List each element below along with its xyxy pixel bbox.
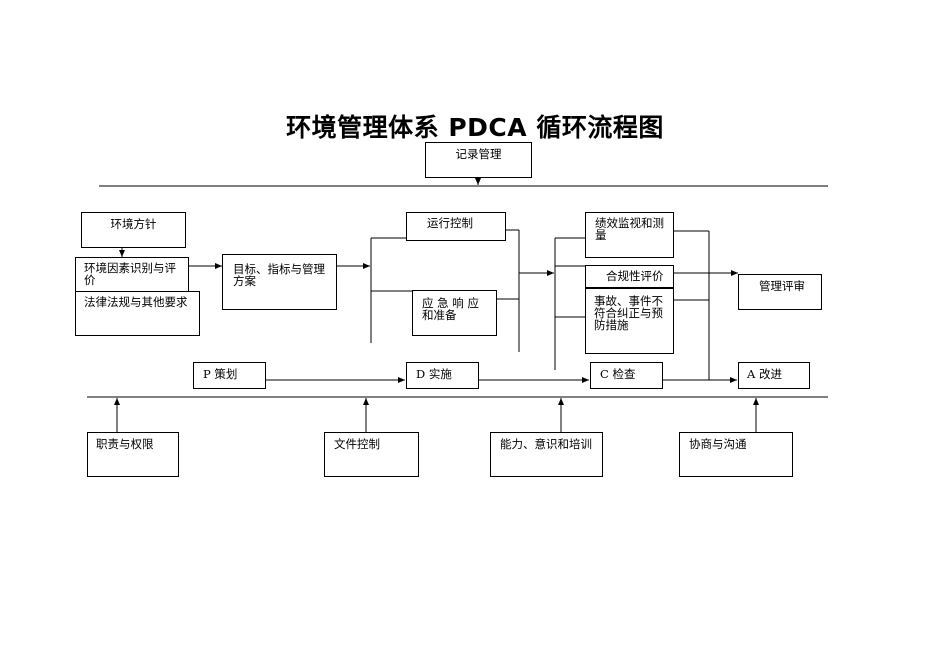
act-label: A 改进 — [747, 367, 782, 381]
responsibility-box: 职责与权限 — [87, 432, 179, 477]
review-box: 管理评审 — [738, 274, 822, 310]
compliance-label: 合规性评价 — [606, 269, 664, 283]
training-box: 能力、意识和培训 — [490, 432, 603, 477]
responsibility-label: 职责与权限 — [96, 437, 154, 451]
monitoring-box: 绩效监视和测量 — [585, 212, 674, 258]
training-label: 能力、意识和培训 — [500, 437, 592, 451]
nonconformity-box: 事故、事件不符合纠正与预防措施 — [585, 288, 674, 354]
diagram-title: 环境管理体系 PDCA 循环流程图 — [286, 113, 664, 142]
legal-box: 法律法规与其他要求 — [75, 291, 200, 336]
operation-label: 运行控制 — [427, 216, 473, 230]
policy-box: 环境方针 — [81, 212, 186, 248]
objectives-box: 目标、指标与管理方案 — [222, 254, 337, 310]
check-box: C 检查 — [590, 362, 663, 389]
communication-label: 协商与沟通 — [689, 437, 747, 451]
documents-label: 文件控制 — [334, 437, 380, 451]
emergency-label: 应 急 响 应 和准备 — [422, 296, 479, 322]
aspects-box: 环境因素识别与评价 — [75, 257, 189, 292]
nonconformity-label: 事故、事件不符合纠正与预防措施 — [594, 294, 663, 332]
aspects-label: 环境因素识别与评价 — [84, 261, 176, 287]
compliance-box: 合规性评价 — [585, 265, 674, 288]
check-label: C 检查 — [600, 367, 636, 381]
operation-box: 运行控制 — [406, 212, 506, 241]
documents-box: 文件控制 — [324, 432, 419, 477]
review-label: 管理评审 — [759, 279, 805, 293]
records-label: 记录管理 — [455, 147, 502, 161]
do-box: D 实施 — [406, 362, 479, 389]
emergency-box: 应 急 响 应 和准备 — [412, 290, 497, 336]
communication-box: 协商与沟通 — [679, 432, 793, 477]
plan-label: P 策划 — [203, 367, 238, 381]
legal-label: 法律法规与其他要求 — [84, 295, 188, 309]
plan-box: P 策划 — [193, 362, 266, 389]
monitoring-label: 绩效监视和测量 — [595, 216, 664, 242]
policy-label: 环境方针 — [110, 217, 157, 231]
do-label: D 实施 — [416, 367, 452, 381]
records-box: 记录管理 — [425, 142, 532, 178]
act-box: A 改进 — [738, 362, 810, 389]
objectives-label: 目标、指标与管理方案 — [233, 262, 325, 288]
